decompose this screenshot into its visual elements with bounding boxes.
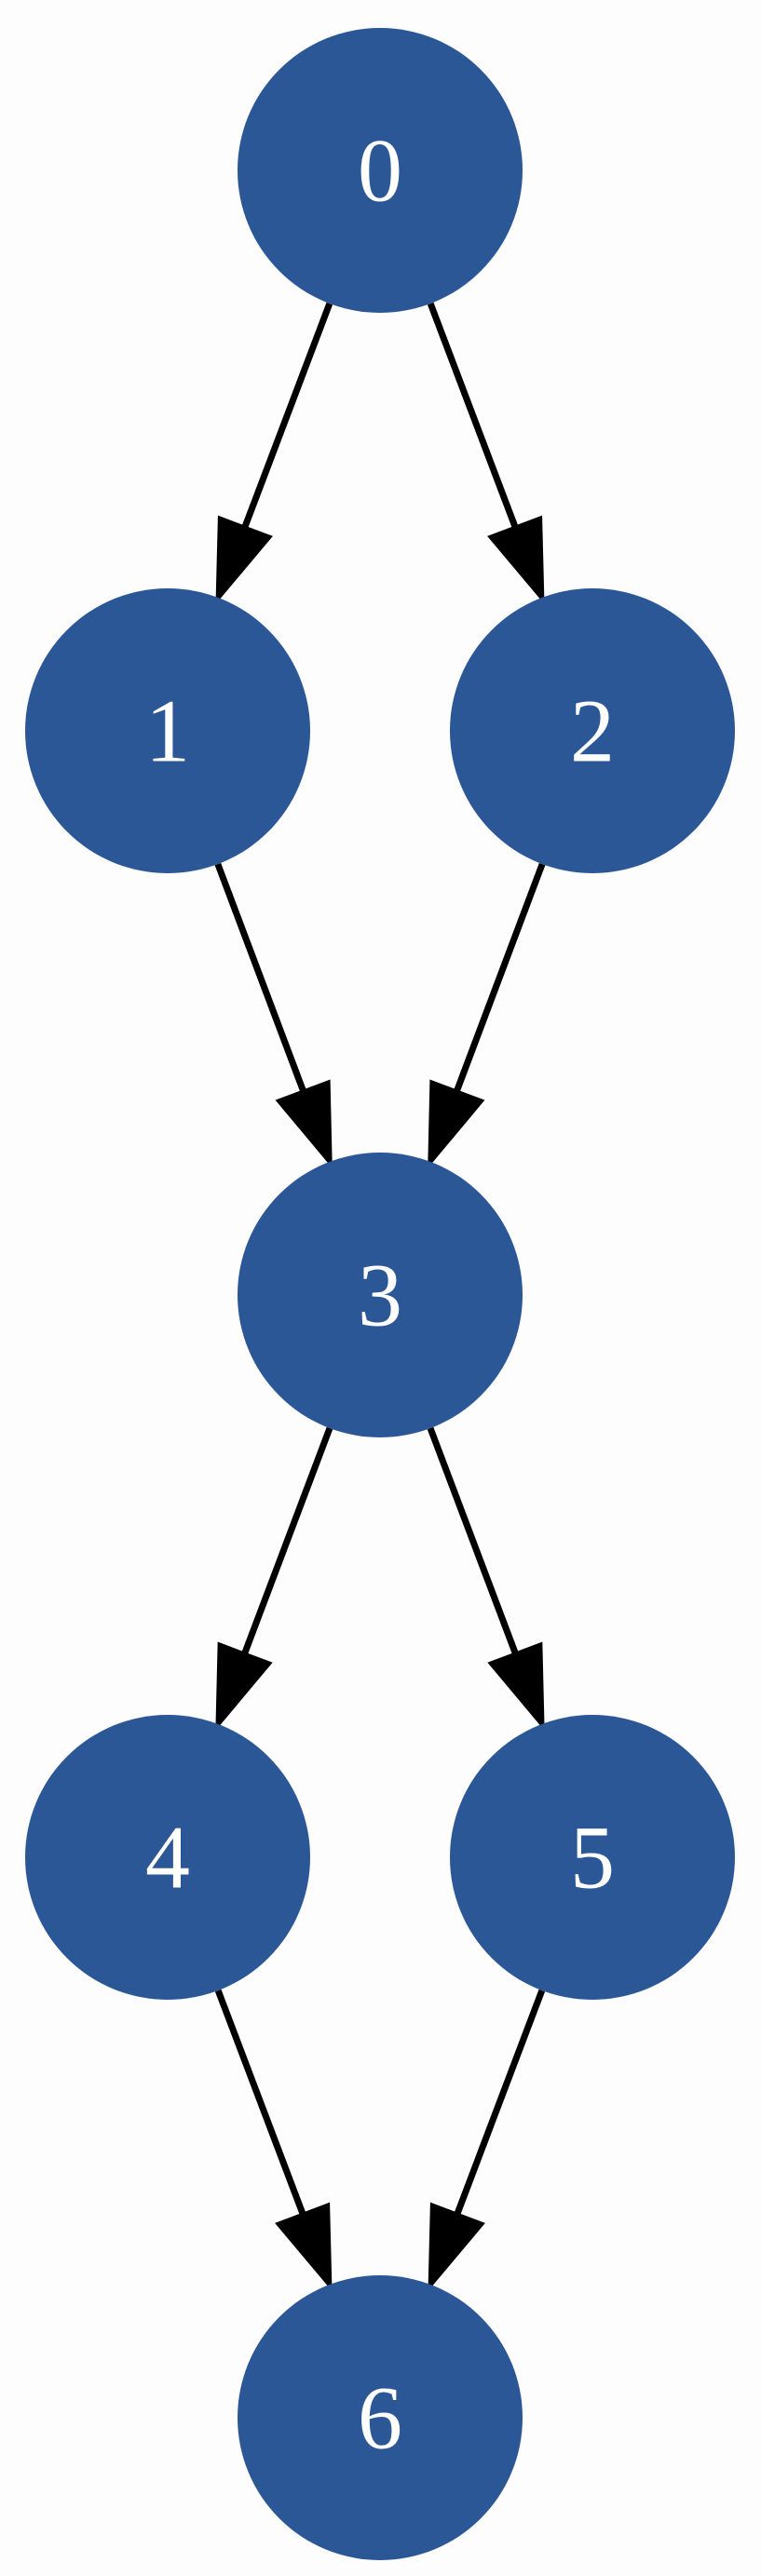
nodes-layer: 0 1 2 3 4 5 6 <box>25 28 735 2560</box>
node-circle <box>450 1715 735 2000</box>
node-label: 1 <box>145 681 190 781</box>
graph-node-1: 1 <box>25 588 310 873</box>
node-label: 3 <box>358 1246 402 1345</box>
node-circle <box>450 588 735 873</box>
node-circle <box>238 1153 523 1437</box>
node-circle <box>238 28 523 313</box>
edge-line <box>427 1426 519 1656</box>
node-label: 0 <box>358 121 402 221</box>
edge-2-to-3 <box>428 862 546 1168</box>
arrowhead-icon <box>428 1079 485 1168</box>
arrowhead-icon <box>275 1079 333 1168</box>
edge-line <box>427 302 519 530</box>
node-label: 4 <box>145 1808 190 1908</box>
node-circle <box>25 1715 310 2000</box>
edge-line <box>241 302 333 530</box>
node-label: 6 <box>358 2368 402 2468</box>
edge-0-to-1 <box>215 302 333 604</box>
graph-node-4: 4 <box>25 1715 310 2000</box>
edge-3-to-4 <box>215 1426 333 1731</box>
edge-4-to-6 <box>214 1989 333 2291</box>
graph-node-2: 2 <box>450 588 735 873</box>
node-label: 2 <box>570 681 615 781</box>
node-circle <box>238 2275 523 2560</box>
arrowhead-icon <box>428 2202 485 2291</box>
arrowhead-icon <box>215 1641 273 1731</box>
edge-3-to-5 <box>427 1426 545 1731</box>
edge-1-to-3 <box>214 862 333 1168</box>
edge-line <box>454 1989 546 2217</box>
node-circle <box>25 588 310 873</box>
graph-node-5: 5 <box>450 1715 735 2000</box>
edge-line <box>214 1989 306 2217</box>
arrowhead-icon <box>215 515 273 604</box>
edge-line <box>453 862 546 1094</box>
edge-0-to-2 <box>427 302 545 604</box>
arrowhead-icon <box>487 515 545 604</box>
graph-node-0: 0 <box>238 28 523 313</box>
edge-line <box>241 1426 333 1656</box>
edge-5-to-6 <box>428 1989 546 2291</box>
node-label: 5 <box>570 1808 615 1908</box>
arrowhead-icon <box>487 1641 545 1731</box>
graph-node-3: 3 <box>238 1153 523 1437</box>
arrowhead-icon <box>275 2202 333 2291</box>
graph-node-6: 6 <box>238 2275 523 2560</box>
edges-layer <box>214 302 546 2291</box>
edge-line <box>214 862 307 1094</box>
